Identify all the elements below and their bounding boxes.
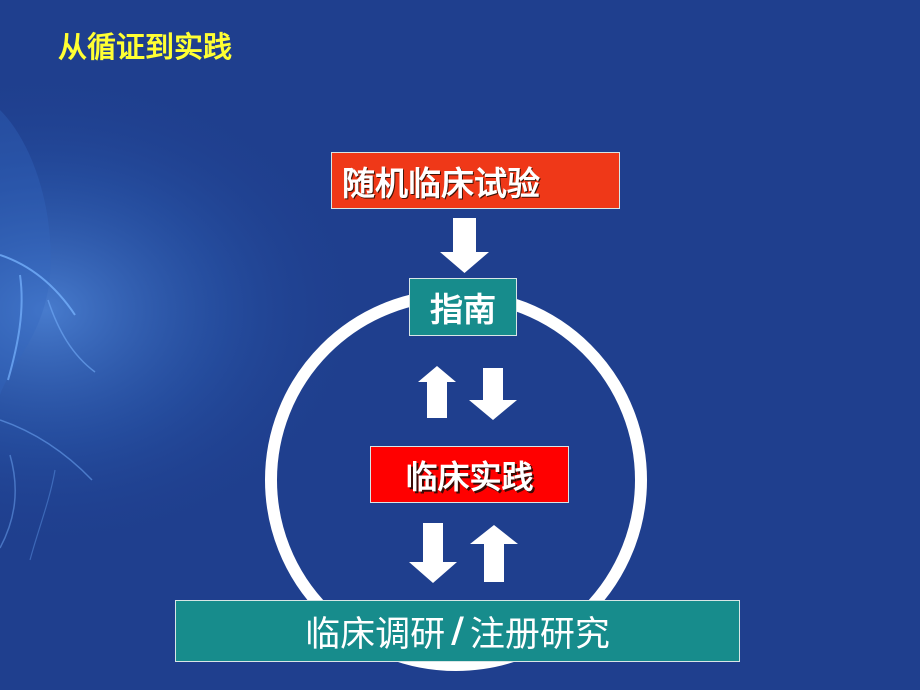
down-arrow-icon [409, 523, 457, 583]
registry-study-label: 注册研究 [469, 614, 610, 655]
up-arrow-icon [470, 525, 518, 582]
randomized-trial-label: 随机临床试验 [342, 163, 540, 203]
guideline-box: 指南 [409, 278, 517, 336]
clinical-survey-label: 临床调研 [305, 614, 446, 655]
up-arrow-icon [418, 366, 456, 418]
guideline-label: 指南 [430, 290, 496, 329]
clinical-practice-box: 临床实践 [370, 446, 569, 503]
slide-title: 从循证到实践 [58, 30, 233, 64]
randomized-trial-box: 随机临床试验 [331, 152, 620, 209]
down-arrow-icon [469, 368, 517, 420]
down-arrow-icon [440, 218, 489, 273]
clinical-research-box: 临床调研 / 注册研究 [175, 600, 740, 662]
clinical-practice-label: 临床实践 [405, 457, 534, 496]
label-separator: / [451, 611, 464, 651]
